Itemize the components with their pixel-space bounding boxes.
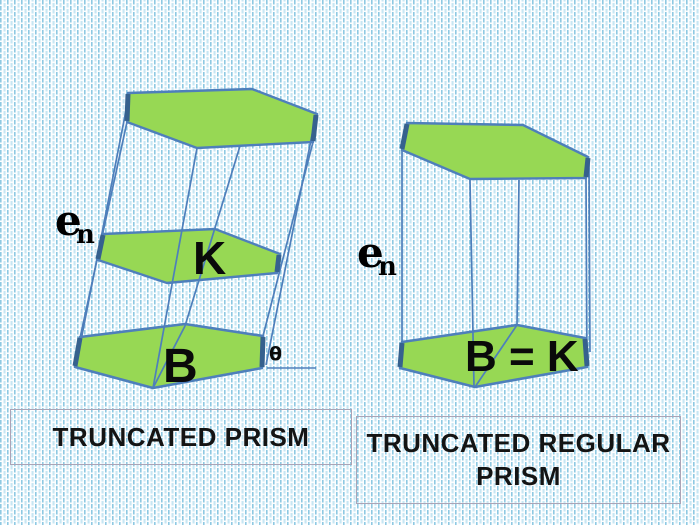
thick-edge: [124, 93, 131, 122]
left-prism-caption-box: TRUNCATED PRISM: [10, 409, 352, 465]
left-prism-edge-left-inner: [79, 121, 128, 339]
left-prism-angle-label: θ: [269, 343, 282, 365]
left-prism-base-label: B: [163, 340, 198, 393]
right-prism-height-label: e: [357, 228, 384, 277]
left-prism-edge-left-outer: [75, 94, 130, 367]
right-prism-base-label: B = K: [465, 332, 579, 381]
right-prism-top-face: [400, 121, 590, 181]
right-prism-lateral-edges: [401, 151, 591, 388]
right-prism-caption-text: TRUNCATED REGULAR PRISM: [366, 428, 671, 491]
left-prism-top-face: [125, 87, 319, 150]
right-prism-caption-box: TRUNCATED REGULAR PRISM: [356, 416, 681, 504]
left-prism-thick-edges: [72, 93, 319, 368]
left-prism-edge-front-right: [184, 145, 241, 327]
thick-edge: [310, 114, 319, 142]
left-prism-lateral-edges: [75, 94, 317, 389]
left-prism-edge-base-fold: [152, 325, 186, 389]
thick-edge: [582, 338, 590, 367]
thick-edge: [274, 254, 282, 273]
left-prism-height-label-subscript: n: [76, 220, 95, 250]
right-prism-edge-base-fold: [474, 324, 518, 388]
thick-edge: [399, 123, 410, 150]
left-prism-edge-front-left: [152, 147, 198, 389]
left-prism: K B θ e n: [55, 87, 319, 393]
left-prism-edge-right-outer: [265, 114, 317, 366]
left-prism-height-label: e: [55, 196, 82, 245]
thick-edge: [72, 337, 83, 367]
right-prism-edge-front-right: [516, 179, 520, 326]
left-prism-cross-section-label: K: [193, 232, 226, 284]
left-prism-edge-right-inner: [262, 141, 314, 337]
thick-edge: [95, 234, 106, 260]
right-prism-edge-right-outer: [588, 159, 591, 353]
thick-edge: [583, 157, 591, 178]
left-prism-caption-text: TRUNCATED PRISM: [52, 421, 310, 452]
right-prism-thick-edges: [397, 123, 591, 368]
thick-edge: [397, 342, 405, 368]
right-prism-edge-right-inner: [585, 178, 588, 367]
right-prism-edge-front-left: [469, 179, 475, 388]
left-prism-cross-section-face: [96, 227, 282, 285]
right-prism-height-label-subscript: n: [378, 252, 397, 282]
thick-edge: [259, 336, 266, 368]
right-prism: B = K e n: [357, 121, 591, 389]
